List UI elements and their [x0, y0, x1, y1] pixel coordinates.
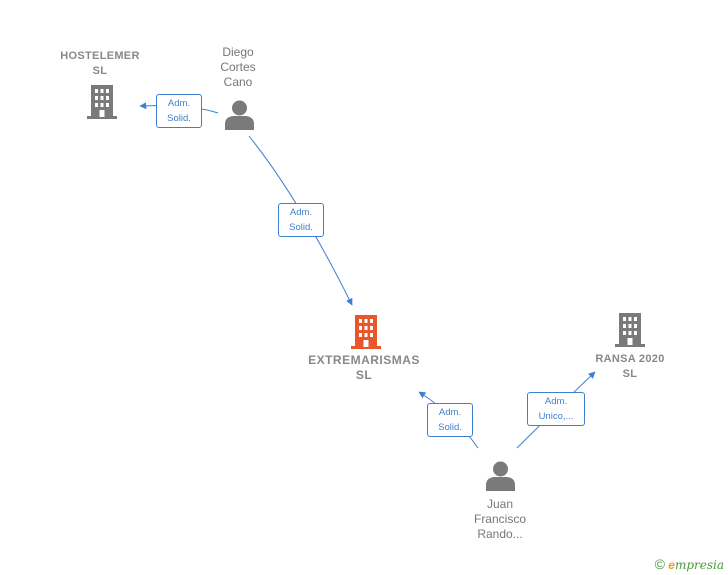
node-label-line: Francisco [473, 512, 526, 526]
node-label-line: Juan [486, 497, 514, 511]
brand-logo-letter: e [668, 558, 675, 572]
person-icon[interactable] [485, 461, 516, 491]
edge-label-line: Adm. [438, 407, 462, 418]
node-label-diego[interactable]: Diego Cortes Cano [198, 45, 278, 90]
edge-label-diego-hostelemer[interactable]: Adm. Solid. [156, 94, 202, 128]
node-label-line: HOSTELEMER [60, 50, 140, 62]
edge-label-line: Solid. [167, 113, 191, 124]
node-label-line: SL [355, 368, 373, 382]
edge-label-line: Adm. [167, 98, 191, 109]
person-icon[interactable] [224, 100, 255, 130]
edge-label-diego-extremarismas[interactable]: Adm. Solid. [278, 203, 324, 237]
building-icon[interactable] [614, 313, 646, 347]
node-label-hostelemer[interactable]: HOSTELEMER SL [45, 49, 155, 79]
node-label-line: Diego [222, 45, 254, 59]
edge-label-line: Solid. [438, 422, 462, 433]
node-label-line: SL [92, 65, 108, 77]
brand-name: mpresia [674, 558, 724, 572]
edge-label-juan-ransa[interactable]: Adm. Unico,... [527, 392, 585, 426]
edge-label-line: Adm. [289, 207, 313, 218]
node-label-line: Cortes [220, 60, 256, 74]
edge-label-line: Solid. [289, 222, 313, 233]
brand-watermark: © empresia [655, 556, 724, 572]
node-label-line: Rando... [477, 527, 523, 541]
node-label-line: Cano [223, 75, 253, 89]
node-label-ransa[interactable]: RANSA 2020 SL [580, 352, 680, 382]
node-label-line: EXTREMARISMAS [308, 353, 420, 367]
node-label-line: RANSA 2020 [595, 353, 665, 365]
edge-label-line: Unico,... [538, 411, 574, 422]
building-icon[interactable] [86, 85, 118, 119]
copyright-icon: © [654, 556, 665, 572]
node-label-line: SL [622, 368, 638, 380]
edge-label-line: Adm. [544, 396, 568, 407]
node-label-juan[interactable]: Juan Francisco Rando... [455, 497, 545, 542]
node-label-extremarismas[interactable]: EXTREMARISMAS SL [296, 353, 432, 383]
edge-label-juan-extremarismas[interactable]: Adm. Solid. [427, 403, 473, 437]
building-icon[interactable] [350, 315, 382, 349]
